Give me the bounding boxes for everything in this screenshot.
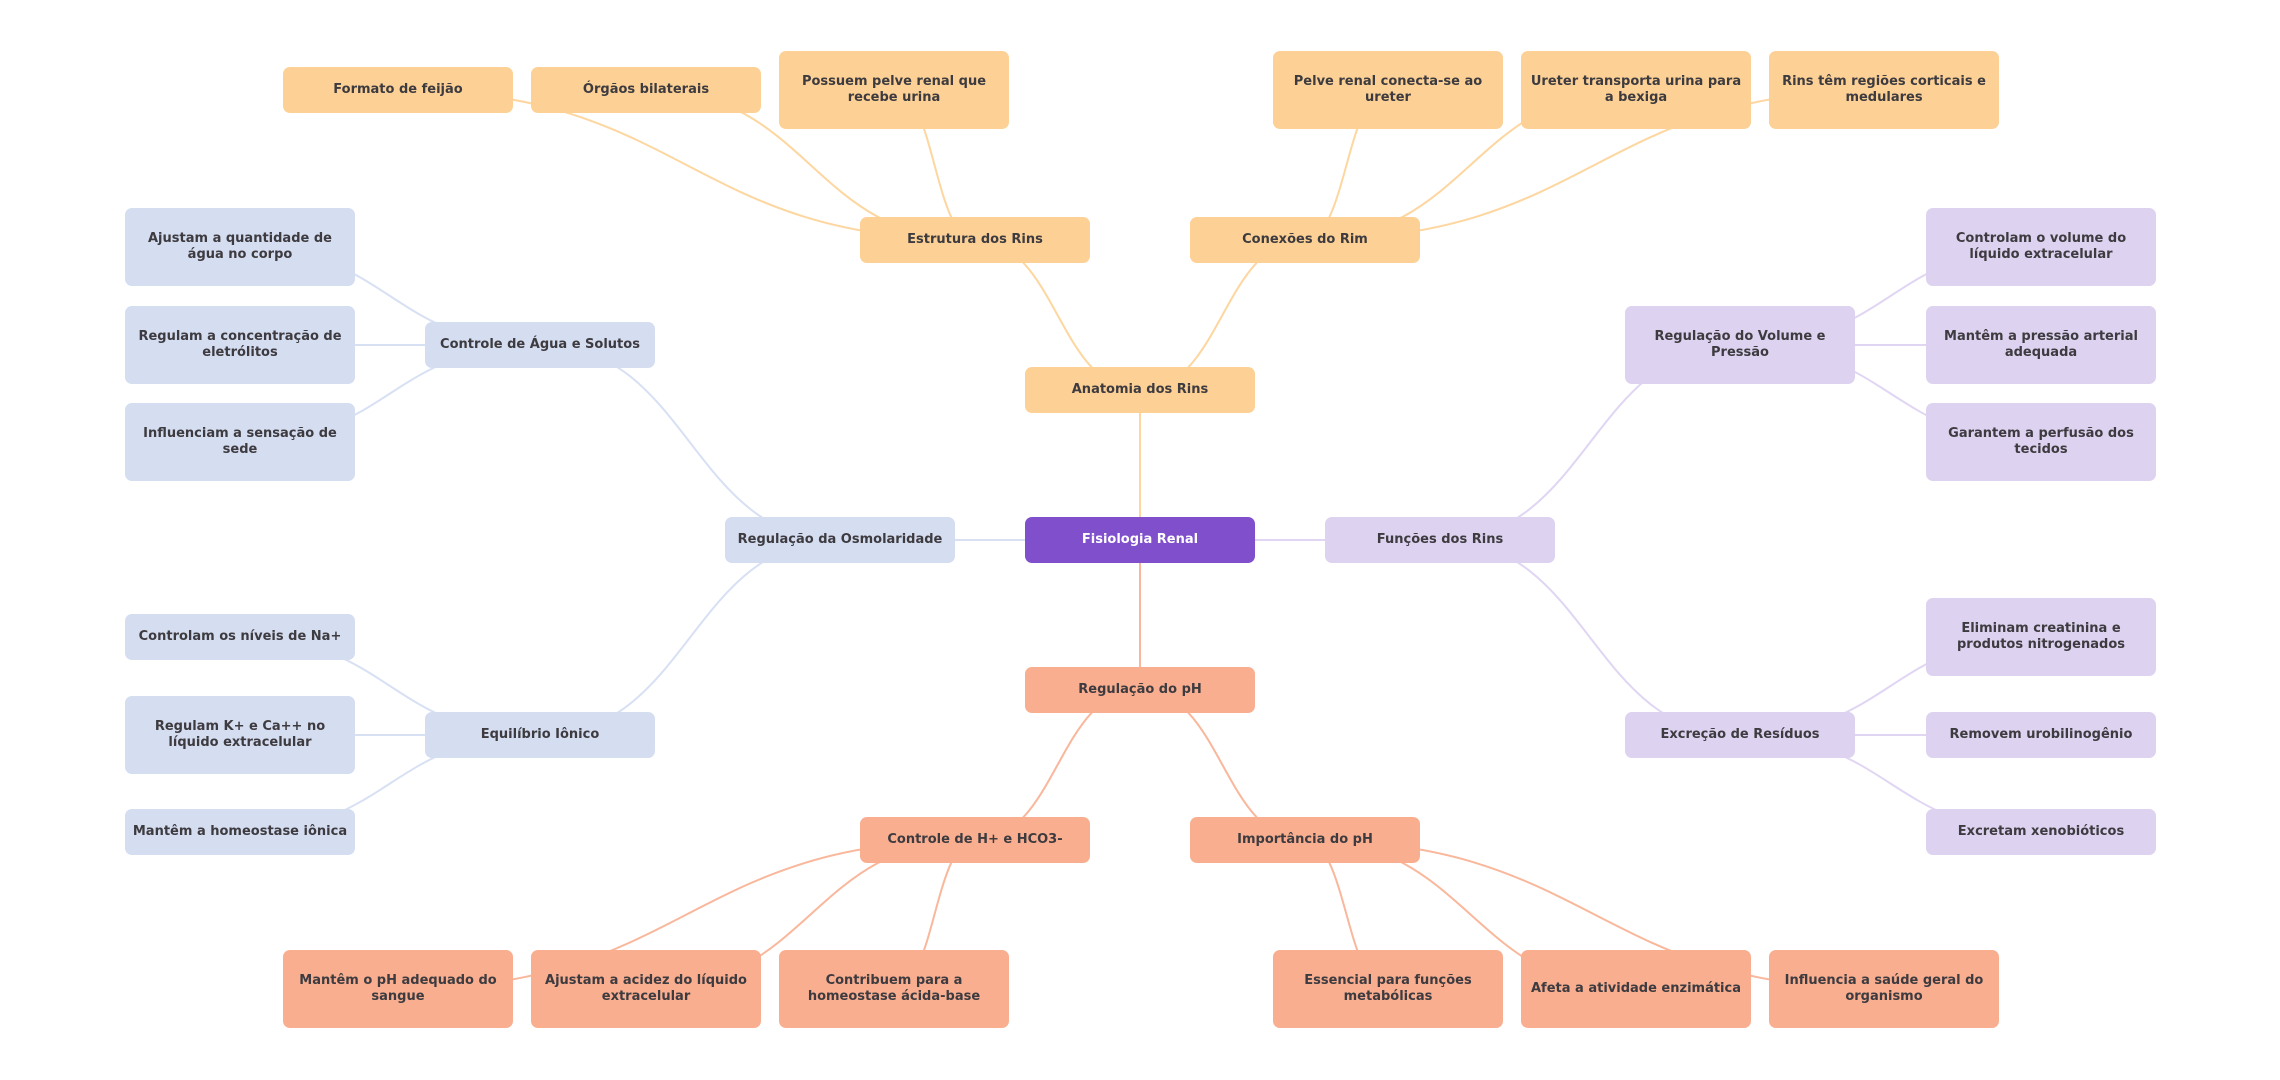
node-niveis-na[interactable]: Controlam os níveis de Na+: [125, 614, 355, 660]
node-regulacao-volume-pressao[interactable]: Regulação do Volume e Pressão: [1625, 306, 1855, 384]
node-conexoes-do-rim[interactable]: Conexões do Rim: [1190, 217, 1420, 263]
node-label: Regulam a concentração de eletrólitos: [138, 329, 342, 360]
node-label: Regulação da Osmolaridade: [737, 532, 943, 547]
node-regioes-corticais[interactable]: Rins têm regiões corticais e medulares: [1769, 51, 1999, 129]
node-atividade-enzimatica[interactable]: Afeta a atividade enzimática: [1521, 950, 1751, 1028]
node-funcoes-metabolicas[interactable]: Essencial para funções metabólicas: [1273, 950, 1503, 1028]
node-saude-organismo[interactable]: Influencia a saúde geral do organismo: [1769, 950, 1999, 1028]
node-formato-de-feijao[interactable]: Formato de feijão: [283, 67, 513, 113]
node-ajustam-agua[interactable]: Ajustam a quantidade de água no corpo: [125, 208, 355, 286]
node-label: Conexões do Rim: [1242, 232, 1368, 247]
node-label: Eliminam creatinina e produtos nitrogena…: [1956, 621, 2125, 652]
edge-regulacao-osmolaridade-to-equilibrio-ionico: [539, 539, 841, 736]
node-label: Fisiologia Renal: [1081, 532, 1199, 547]
node-label: Controle de Água e Solutos: [440, 337, 640, 352]
node-regulacao-ph[interactable]: Regulação do pH: [1025, 667, 1255, 713]
node-creatinina[interactable]: Eliminam creatinina e produtos nitrogena…: [1926, 598, 2156, 676]
node-label: Órgãos bilaterais: [582, 82, 710, 97]
node-excrecao-residuos[interactable]: Excreção de Resíduos: [1625, 712, 1855, 758]
node-label: Excreção de Resíduos: [1660, 727, 1820, 742]
node-controle-h-hco3[interactable]: Controle de H+ e HCO3-: [860, 817, 1090, 863]
node-label: Contribuem para a homeostase ácida-base: [807, 973, 981, 1004]
node-funcoes-dos-rins[interactable]: Funções dos Rins: [1325, 517, 1555, 563]
node-label: Essencial para funções metabólicas: [1304, 973, 1472, 1004]
node-label: Controle de H+ e HCO3-: [887, 832, 1063, 847]
node-label: Regulação do pH: [1078, 682, 1202, 697]
node-label: Rins têm regiões corticais e medulares: [1782, 74, 1986, 105]
node-label: Equilíbrio Iônico: [480, 727, 600, 742]
node-equilibrio-ionico[interactable]: Equilíbrio Iônico: [425, 712, 655, 758]
node-label: Removem urobilinogênio: [1949, 727, 2133, 742]
node-regulacao-osmolaridade[interactable]: Regulação da Osmolaridade: [725, 517, 955, 563]
node-anatomia-dos-rins[interactable]: Anatomia dos Rins: [1025, 367, 1255, 413]
node-label: Ajustam a quantidade de água no corpo: [148, 231, 332, 262]
node-perfusao-tecidos[interactable]: Garantem a perfusão dos tecidos: [1926, 403, 2156, 481]
node-influenciam-sede[interactable]: Influenciam a sensação de sede: [125, 403, 355, 481]
node-label: Importância do pH: [1237, 832, 1373, 847]
edge-regulacao-osmolaridade-to-controle-agua-solutos: [539, 344, 841, 541]
node-label: Ajustam a acidez do líquido extracelular: [545, 973, 747, 1004]
node-label: Estrutura dos Rins: [907, 232, 1043, 247]
node-label: Garantem a perfusão dos tecidos: [1948, 426, 2134, 457]
node-label: Ureter transporta urina para a bexiga: [1530, 74, 1742, 105]
node-label: Formato de feijão: [333, 82, 463, 97]
node-label: Influencia a saúde geral do organismo: [1784, 973, 1984, 1004]
node-label: Excretam xenobióticos: [1957, 824, 2125, 839]
node-orgaos-bilaterais[interactable]: Órgãos bilaterais: [531, 67, 761, 113]
node-label: Afeta a atividade enzimática: [1530, 981, 1741, 996]
node-label: Possuem pelve renal que recebe urina: [801, 74, 987, 105]
node-regulam-eletrolitos[interactable]: Regulam a concentração de eletrólitos: [125, 306, 355, 384]
node-label: Funções dos Rins: [1376, 532, 1504, 547]
node-pressao-arterial[interactable]: Mantêm a pressão arterial adequada: [1926, 306, 2156, 384]
node-label: Pelve renal conecta-se ao ureter: [1293, 74, 1483, 105]
node-ph-sangue[interactable]: Mantêm o pH adequado do sangue: [283, 950, 513, 1028]
node-pelve-renal-ureter[interactable]: Pelve renal conecta-se ao ureter: [1273, 51, 1503, 129]
node-label: Controlam o volume do líquido extracelul…: [1955, 231, 2127, 262]
node-label: Anatomia dos Rins: [1071, 382, 1209, 397]
node-homeostase-ionica[interactable]: Mantêm a homeostase iônica: [125, 809, 355, 855]
node-label: Mantêm a homeostase iônica: [132, 824, 348, 839]
node-xenobioticos[interactable]: Excretam xenobióticos: [1926, 809, 2156, 855]
node-label: Influenciam a sensação de sede: [143, 426, 337, 457]
node-label: Regulação do Volume e Pressão: [1654, 329, 1826, 360]
node-possuem-pelve-renal[interactable]: Possuem pelve renal que recebe urina: [779, 51, 1009, 129]
node-urobilinogenio[interactable]: Removem urobilinogênio: [1926, 712, 2156, 758]
node-controle-agua-solutos[interactable]: Controle de Água e Solutos: [425, 322, 655, 368]
node-importancia-ph[interactable]: Importância do pH: [1190, 817, 1420, 863]
node-estrutura-dos-rins[interactable]: Estrutura dos Rins: [860, 217, 1090, 263]
node-homeostase-acido-base[interactable]: Contribuem para a homeostase ácida-base: [779, 950, 1009, 1028]
node-acidez-extracelular[interactable]: Ajustam a acidez do líquido extracelular: [531, 950, 761, 1028]
node-regulam-k-ca[interactable]: Regulam K+ e Ca++ no líquido extracelula…: [125, 696, 355, 774]
node-label: Controlam os níveis de Na+: [138, 629, 342, 644]
node-label: Regulam K+ e Ca++ no líquido extracelula…: [154, 719, 326, 750]
node-controlam-volume[interactable]: Controlam o volume do líquido extracelul…: [1926, 208, 2156, 286]
node-label: Mantêm o pH adequado do sangue: [299, 973, 497, 1004]
node-ureter-transporta[interactable]: Ureter transporta urina para a bexiga: [1521, 51, 1751, 129]
node-root-fisiologia-renal[interactable]: Fisiologia Renal: [1025, 517, 1255, 563]
edge-funcoes-dos-rins-to-excrecao-residuos: [1439, 539, 1741, 736]
node-label: Mantêm a pressão arterial adequada: [1944, 329, 2138, 360]
